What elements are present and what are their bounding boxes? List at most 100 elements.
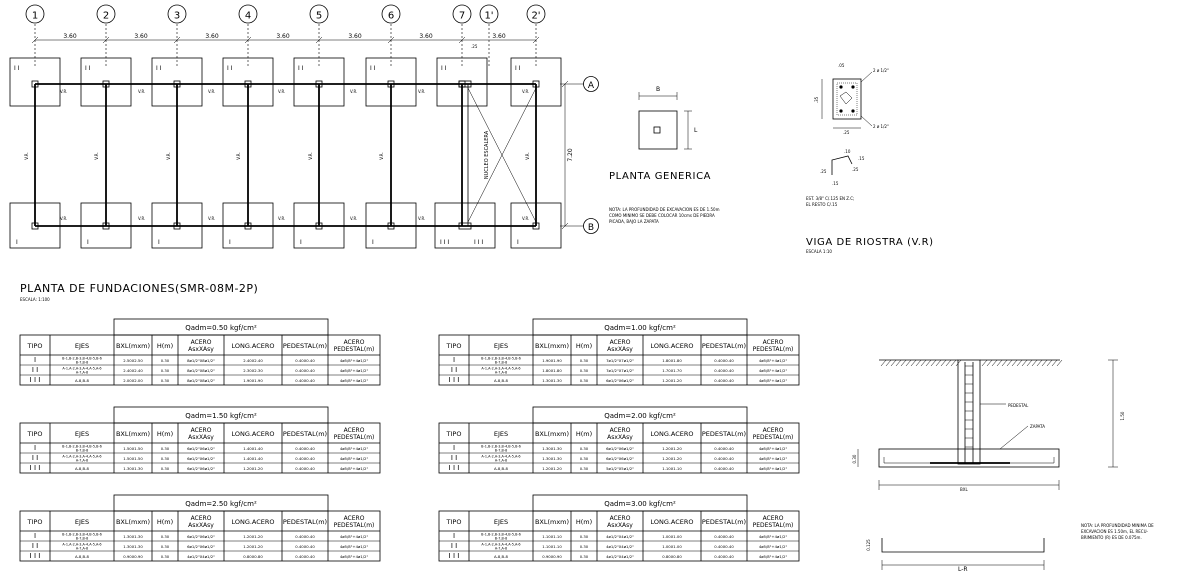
table-cell: 7ø1/2"X7ø1/2" (606, 368, 634, 373)
table-cell: B-7,B-8 (76, 537, 89, 541)
table-cell: 0.40X0.40 (714, 378, 734, 383)
table-cell: 1.30X1.30 (542, 456, 562, 461)
table-cell: 0.40X0.40 (714, 554, 734, 559)
table-cell: 0.40X0.40 (295, 456, 315, 461)
axis-label: 5 (316, 11, 322, 22)
footing-type: I I (441, 65, 447, 72)
table-header: BXL(mxm) (116, 342, 150, 350)
axis-label: 1' (484, 11, 493, 22)
table-cell: 0.30 (161, 358, 170, 363)
table-header: PEDESTAL(m) (283, 342, 327, 350)
axis-bubble-a: A (560, 76, 599, 92)
table-header: ACERO (610, 515, 631, 522)
table-header: TIPO (27, 430, 43, 438)
table-cell: I I (32, 366, 38, 374)
table-cell: 4ø5/8"+4ø1/2" (759, 368, 788, 373)
generic-dim-l: L (694, 127, 698, 134)
footing-type: I (372, 239, 374, 246)
footing-type: I I (298, 65, 304, 72)
table-cell: 0.40X0.40 (295, 544, 315, 549)
table-header: LONG.ACERO (650, 342, 693, 350)
table-cell: 1.90X1.90 (542, 358, 562, 363)
table-cell: 0.40X0.40 (714, 544, 734, 549)
viga-scale: ESCALA 1:10 (806, 249, 832, 254)
beam-label: V.R. (308, 152, 313, 159)
table-header: TIPO (27, 518, 43, 526)
table-header: BXL(mxm) (535, 518, 569, 526)
table-cell: 0.40X0.40 (295, 446, 315, 451)
table-cell: 4ø5/8"+4ø1/2" (759, 554, 788, 559)
axis-label: 2 (103, 11, 109, 22)
axis-b-label: B (588, 223, 594, 233)
table-cell: 1.30X1.30 (123, 544, 143, 549)
table-cell: 4ø5/8"+4ø1/2" (340, 446, 369, 451)
table-cell: 1.00X1.00 (662, 534, 682, 539)
table-cell: 4ø5/8"+4ø1/2" (340, 358, 369, 363)
table-cell: 1.80X1.80 (662, 358, 682, 363)
table-title: Qadm=1.00 kgf/cm² (604, 324, 676, 332)
table-header: PEDESTAL(m) (702, 430, 746, 438)
table-cell: 0.30 (580, 358, 589, 363)
bar-length-dim: L-R (958, 566, 968, 573)
table-cell: 0.30 (161, 368, 170, 373)
table-cell: A-7,A-8 (495, 371, 507, 375)
table-header: AsxXAsy (607, 522, 633, 529)
plan-title: PLANTA DE FUNDACIONES(SMR-08M-2P) (20, 282, 258, 295)
viga-hook-d: .15 (832, 181, 839, 186)
table-header: ACERO (344, 515, 365, 522)
table-cell: I I I (30, 552, 41, 560)
table-cell: A-8,B-8 (75, 554, 89, 559)
table-cell: I I (32, 542, 38, 550)
table-cell: 0.30 (161, 378, 170, 383)
table-cell: 1.20X1.20 (243, 544, 263, 549)
beam-label: V.R. (350, 216, 357, 221)
table-cell: 0.30 (161, 554, 170, 559)
table-cell: 4ø1/2"X4ø1/2" (606, 534, 634, 539)
table-cell: 0.30 (580, 456, 589, 461)
axis-a-label: A (588, 81, 595, 91)
generic-note-1: NOTA: LA PROFUNDIDAD DE EXCAVACION ES DE… (609, 207, 720, 212)
viga-height: .35 (814, 96, 819, 103)
table-header: ACERO (763, 339, 784, 346)
table-cell: 1.90X1.90 (243, 378, 263, 383)
axis-label: 7 (459, 11, 465, 22)
table-cell: I (34, 444, 36, 452)
table-cell: 7ø1/2"X7ø1/2" (606, 358, 634, 363)
table-cell: B-7,B-8 (495, 361, 508, 365)
table-cell: 0.40X0.40 (714, 534, 734, 539)
beam-label: V.R. (60, 216, 67, 221)
axis-label: 1 (32, 11, 38, 22)
table-header: EJES (75, 518, 89, 526)
table-header: AsxXAsy (188, 434, 214, 441)
table-cell: 4ø5/8"+4ø1/2" (340, 534, 369, 539)
table-cell: I I (451, 454, 457, 462)
table-cell: A-1,A-2,A-3,A-4,A-5,A-6 (62, 455, 101, 459)
beam-label: V.R. (278, 89, 285, 94)
generic-plan: B L PLANTA GENERICA NOTA: LA PROFUNDIDAD… (609, 86, 720, 224)
table-cell: 4ø5/8"+4ø1/2" (759, 378, 788, 383)
axis-bubble-1: 1 (25, 4, 45, 66)
section-width-dim: BXL (960, 487, 968, 492)
spacing-label: 3.60 (492, 33, 506, 40)
table-cell: 1.40X1.40 (243, 456, 263, 461)
table-cell: 0.40X0.40 (714, 358, 734, 363)
table-cell: 4ø1/2"X4ø1/2" (606, 554, 634, 559)
generic-dim-b: B (656, 86, 660, 93)
table-cell: 8ø1/2"X8ø1/2" (187, 378, 215, 383)
beam-label: V.R. (522, 89, 529, 94)
spacing-label: 3.60 (63, 33, 77, 40)
generic-note-2: COMO MINIMO SE DEBE COLOCAR 10cms DE PIE… (609, 213, 715, 218)
table-cell: 1.50X1.50 (123, 446, 143, 451)
table-cell: 0.30 (161, 544, 170, 549)
footing-section: PEDESTAL ZAPATA 1.50 0.30 BXL L-R 0.125 … (852, 359, 1154, 573)
table-cell: I I (451, 542, 457, 550)
viga-width: .25 (843, 130, 850, 135)
table-cell: 5ø1/2"X5ø1/2" (606, 466, 634, 471)
axis-bubble-5: 5 (309, 4, 329, 66)
table-cell: 4ø5/8"+4ø1/2" (340, 456, 369, 461)
table-header: TIPO (446, 342, 462, 350)
section-height-dim: 1.50 (1120, 411, 1125, 420)
